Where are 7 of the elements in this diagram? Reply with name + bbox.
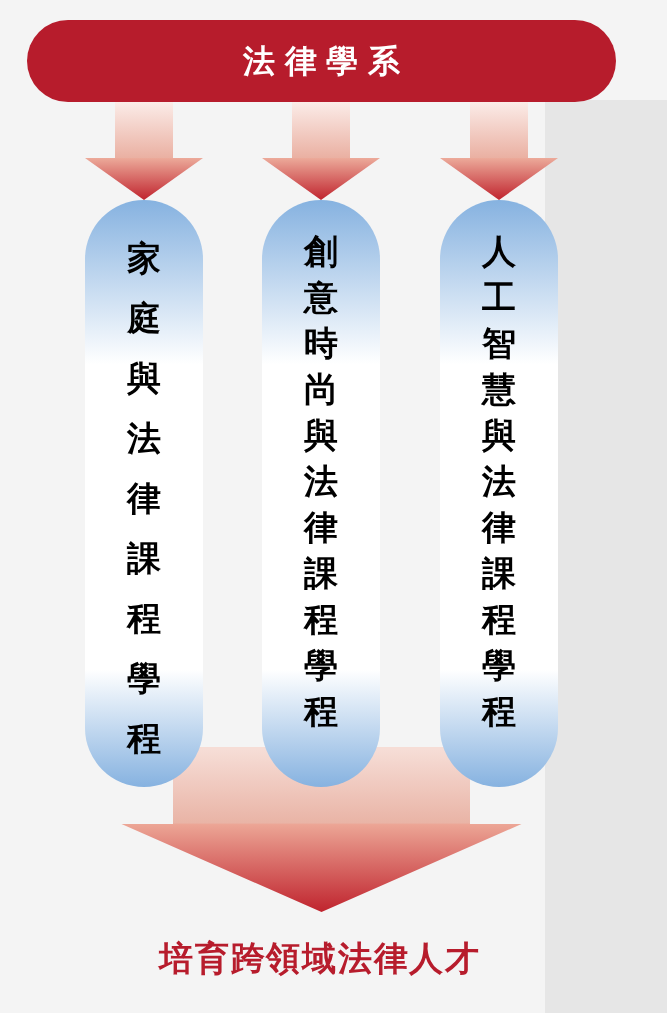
wide-arrow bbox=[85, 102, 203, 200]
program-title: 人工智慧與法律課程學程 bbox=[482, 230, 516, 733]
outcome-title: 培育跨領域法律人才 bbox=[159, 937, 481, 980]
banner-title: 法律學系 bbox=[242, 41, 410, 82]
program-title: 創意時尚與法律課程學程 bbox=[304, 230, 338, 733]
wide-arrow bbox=[262, 102, 380, 200]
program-title: 家庭與法律課程學程 bbox=[127, 237, 161, 760]
